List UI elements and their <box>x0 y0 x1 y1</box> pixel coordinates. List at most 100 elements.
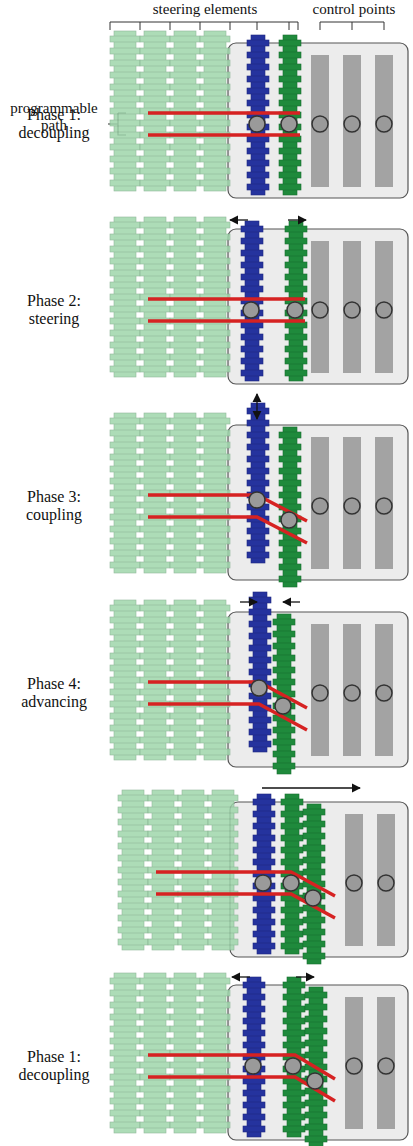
control-point <box>307 1073 323 1089</box>
steering-element <box>148 790 178 950</box>
steering-element <box>247 35 269 195</box>
motion-arrow <box>240 601 257 602</box>
steering-element <box>200 973 230 1133</box>
motion-arrow <box>256 394 257 419</box>
group-label: steering elements <box>125 1 285 18</box>
phase-panel <box>110 217 408 384</box>
control-point <box>346 875 362 891</box>
steering-element <box>170 217 200 377</box>
guide-housing <box>228 425 408 580</box>
steering-element <box>170 600 200 760</box>
control-bar <box>375 241 393 373</box>
control-point <box>312 498 328 514</box>
control-point <box>281 512 297 528</box>
control-point <box>249 492 265 508</box>
steering-element <box>110 217 140 377</box>
control-bar <box>345 814 363 946</box>
steering-element <box>140 973 170 1133</box>
steering-element <box>170 413 200 573</box>
programmable-path <box>148 111 300 115</box>
steering-element <box>241 221 263 381</box>
control-point <box>245 1058 261 1074</box>
control-bar <box>377 997 395 1129</box>
control-point <box>287 302 303 318</box>
steering-element <box>170 973 200 1133</box>
phase-label: Phase 3: coupling <box>2 488 106 525</box>
steering-element <box>110 973 140 1133</box>
steering-element <box>110 600 140 760</box>
motion-arrow <box>296 976 314 977</box>
steering-element <box>200 413 230 573</box>
phase-label: Phase 2: steering <box>2 292 106 329</box>
steering-element <box>140 413 170 573</box>
control-point <box>312 302 328 318</box>
steering-element <box>140 600 170 760</box>
control-bar <box>343 55 361 187</box>
programmable-path <box>148 133 300 137</box>
steering-element <box>110 31 140 191</box>
control-point <box>344 498 360 514</box>
control-bar <box>311 55 329 187</box>
control-bar <box>343 624 361 756</box>
control-point <box>376 302 392 318</box>
control-point <box>281 116 297 132</box>
control-point <box>344 116 360 132</box>
steering-element <box>110 413 140 573</box>
motion-arrow <box>262 787 360 788</box>
motion-arrow <box>232 976 250 977</box>
guide-housing <box>228 43 408 198</box>
guide-housing <box>228 229 408 384</box>
control-point <box>251 680 267 696</box>
steering-element <box>118 790 148 950</box>
motion-arrow <box>283 601 300 602</box>
control-bar <box>375 55 393 187</box>
steering-element <box>140 31 170 191</box>
control-point <box>255 875 271 891</box>
steering-element <box>200 217 230 377</box>
control-bar <box>343 437 361 569</box>
control-bar <box>345 997 363 1129</box>
steering-element <box>178 790 208 950</box>
phase-panel <box>110 592 408 774</box>
steering-element <box>253 794 275 954</box>
control-point <box>243 302 259 318</box>
control-point <box>376 116 392 132</box>
control-bar <box>343 241 361 373</box>
phase-panel <box>110 973 408 1146</box>
steering-element <box>243 977 265 1137</box>
group-label: control points <box>298 1 410 18</box>
steering-element <box>279 35 301 195</box>
steering-element <box>285 221 307 381</box>
control-bar <box>375 437 393 569</box>
control-point <box>378 1058 394 1074</box>
motion-arrow <box>230 219 248 220</box>
steering-element <box>200 31 230 191</box>
control-point <box>344 302 360 318</box>
steering-element <box>208 790 238 950</box>
steering-element <box>140 217 170 377</box>
control-point <box>344 685 360 701</box>
steering-element <box>249 592 271 752</box>
control-bar <box>375 624 393 756</box>
phase-panel <box>110 31 408 198</box>
control-point <box>275 698 291 714</box>
control-point <box>378 875 394 891</box>
control-bar <box>311 624 329 756</box>
control-point <box>312 116 328 132</box>
steering-element <box>200 600 230 760</box>
control-point <box>305 890 321 906</box>
control-bar <box>311 437 329 569</box>
phase-label: Phase 1: decoupling <box>2 106 106 143</box>
steering-element <box>170 31 200 191</box>
steering-element <box>247 403 269 563</box>
control-bar <box>311 241 329 373</box>
guide-housing <box>228 612 408 767</box>
programmable-path <box>148 319 305 323</box>
control-point <box>376 685 392 701</box>
phase-panel <box>118 788 408 964</box>
motion-arrow <box>288 219 306 220</box>
control-point <box>312 685 328 701</box>
programmable-path <box>148 297 305 301</box>
